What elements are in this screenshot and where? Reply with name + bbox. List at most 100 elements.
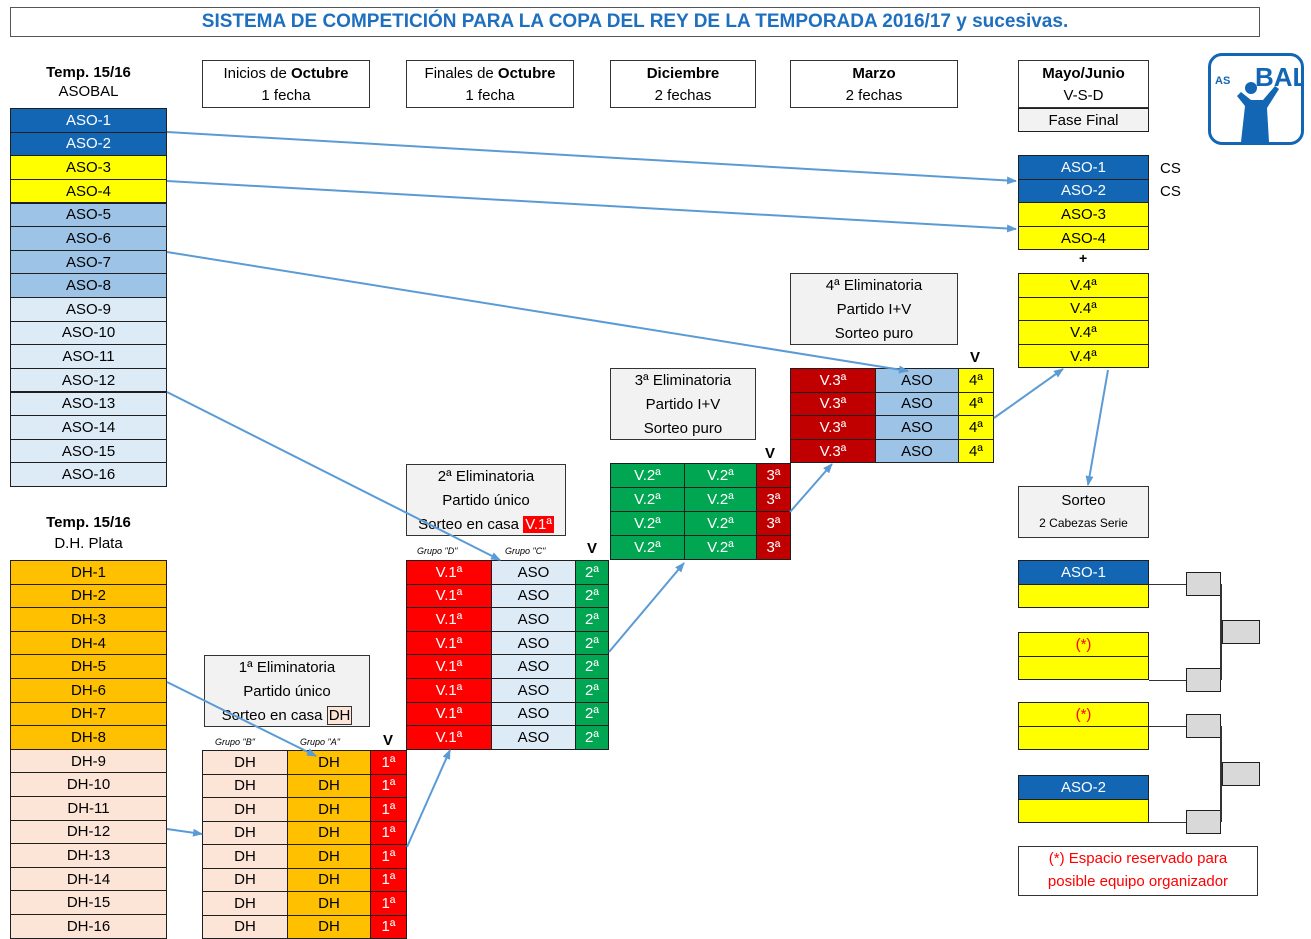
phase-header-line1: Inicios de Octubre (203, 63, 369, 85)
round4-info: 4ª Eliminatoria Partido I+V Sorteo puro (790, 273, 958, 345)
round3-left-cell: V.2ª (610, 535, 685, 560)
round1-group-b-cell: DH (202, 774, 288, 799)
round2-draw-tag: V.1ª (523, 516, 554, 533)
round2-winner-cell: 2ª (575, 584, 609, 609)
dh-team-row: DH-13 (10, 843, 167, 868)
reserved-note-line2: posible equipo organizador (1019, 870, 1257, 893)
round4-winner-cell: 4ª (958, 415, 994, 440)
round1-group-a-cell: DH (287, 868, 371, 893)
asobal-team-row: ASO-7 (10, 250, 167, 275)
round1-type: Partido único (205, 680, 369, 704)
handball-player-icon: AS BAL (1211, 56, 1301, 142)
dh-team-row: DH-4 (10, 631, 167, 656)
svg-text:BAL: BAL (1255, 62, 1301, 92)
round2-group-d-cell: V.1ª (406, 607, 492, 632)
round2-group-c-cell: ASO (491, 702, 576, 727)
final-seeded-team: ASO-4 (1018, 226, 1149, 251)
asobal-team-row: ASO-9 (10, 297, 167, 322)
bracket-match-box (1186, 668, 1221, 692)
round4-title: 4ª Eliminatoria (791, 274, 957, 298)
round1-draw: Sorteo en casa DH (205, 704, 369, 728)
round4-left-cell: V.3ª (790, 392, 876, 417)
asobal-team-row: ASO-15 (10, 439, 167, 464)
asobal-team-row: ASO-8 (10, 273, 167, 298)
reserved-note: (*) Espacio reservado para posible equip… (1018, 846, 1258, 896)
round4-left-cell: V.3ª (790, 415, 876, 440)
dh-team-row: DH-7 (10, 702, 167, 727)
round3-right-cell: V.2ª (684, 535, 757, 560)
phase-header-month: Diciembre (647, 65, 720, 82)
round2-winner-cell: 2ª (575, 560, 609, 585)
cs-label-1: CS (1160, 160, 1181, 177)
phase-header-dates: 1 fecha (407, 85, 573, 107)
round3-winner-cell: 3ª (756, 463, 791, 488)
bracket-open-slot (1018, 726, 1149, 751)
round1-group-a-cell: DH (287, 891, 371, 916)
round2-winner-cell: 2ª (575, 607, 609, 632)
round3-winner-cell: 3ª (756, 511, 791, 536)
round1-winner-cell: 1ª (370, 844, 407, 869)
round1-v-label: V (383, 732, 393, 749)
round2-group-d-label: Grupo "D" (417, 546, 457, 556)
arrow-seeded-1-2 (167, 132, 1016, 181)
round1-group-a-cell: DH (287, 844, 371, 869)
bracket-final-box (1222, 620, 1260, 644)
dh-team-row: DH-10 (10, 772, 167, 797)
dh-team-row: DH-12 (10, 820, 167, 845)
final-qualifier-slot: V.4ª (1018, 297, 1149, 322)
phase-header-line1: Finales de Octubre (407, 63, 573, 85)
round1-winner-cell: 1ª (370, 891, 407, 916)
round1-winner-cell: 1ª (370, 868, 407, 893)
round2-group-c-cell: ASO (491, 584, 576, 609)
asobal-header: Temp. 15/16 ASOBAL (10, 64, 167, 100)
round3-winner-cell: 3ª (756, 487, 791, 512)
round4-right-cell: ASO (875, 415, 959, 440)
bracket-open-slot (1018, 799, 1149, 824)
round1-group-b-cell: DH (202, 868, 288, 893)
final-qualifier-slot: V.4ª (1018, 320, 1149, 345)
round2-winner-cell: 2ª (575, 725, 609, 750)
phase-header-month: Octubre (498, 65, 556, 82)
round2-winner-cell: 2ª (575, 631, 609, 656)
phase-header-month: Mayo/Junio (1042, 65, 1125, 82)
round3-winner-cell: 3ª (756, 535, 791, 560)
asobal-team-row: ASO-13 (10, 392, 167, 417)
round2-group-c-cell: ASO (491, 654, 576, 679)
round1-group-b-cell: DH (202, 915, 288, 939)
bracket-open-slot (1018, 656, 1149, 681)
round2-group-c-cell: ASO (491, 631, 576, 656)
final-seeded-team: ASO-2 (1018, 179, 1149, 204)
round3-type: Partido I+V (611, 393, 755, 417)
final-qualifier-slot: V.4ª (1018, 344, 1149, 369)
round4-draw: Sorteo puro (791, 322, 957, 346)
dh-league: D.H. Plata (10, 535, 167, 552)
arrow-dh-group-b (167, 829, 202, 834)
bracket-final-box (1222, 762, 1260, 786)
round2-group-d-cell: V.1ª (406, 678, 492, 703)
round1-draw-tag: DH (327, 706, 353, 725)
round1-group-a-cell: DH (287, 821, 371, 846)
bracket-seed-slot: ASO-1 (1018, 560, 1149, 585)
arrow-round4-to-final (994, 369, 1063, 418)
round1-draw-text: Sorteo en casa (222, 707, 323, 724)
phase-header-line1: Diciembre (611, 63, 755, 85)
asobal-team-row: ASO-3 (10, 155, 167, 180)
round4-left-cell: V.3ª (790, 439, 876, 464)
round4-right-cell: ASO (875, 392, 959, 417)
round1-group-b-label: Grupo "B" (215, 737, 255, 747)
phase-header-dates: V-S-D (1019, 85, 1148, 107)
dh-team-row: DH-6 (10, 678, 167, 703)
fase-final-label: Fase Final (1018, 108, 1149, 132)
dh-team-row: DH-3 (10, 607, 167, 632)
round4-right-cell: ASO (875, 439, 959, 464)
round3-right-cell: V.2ª (684, 511, 757, 536)
round1-group-a-cell: DH (287, 915, 371, 939)
round2-group-c-cell: ASO (491, 560, 576, 585)
asobal-team-row: ASO-16 (10, 462, 167, 487)
phase-header-line1: Marzo (791, 63, 957, 85)
asobal-team-row: ASO-5 (10, 203, 167, 228)
